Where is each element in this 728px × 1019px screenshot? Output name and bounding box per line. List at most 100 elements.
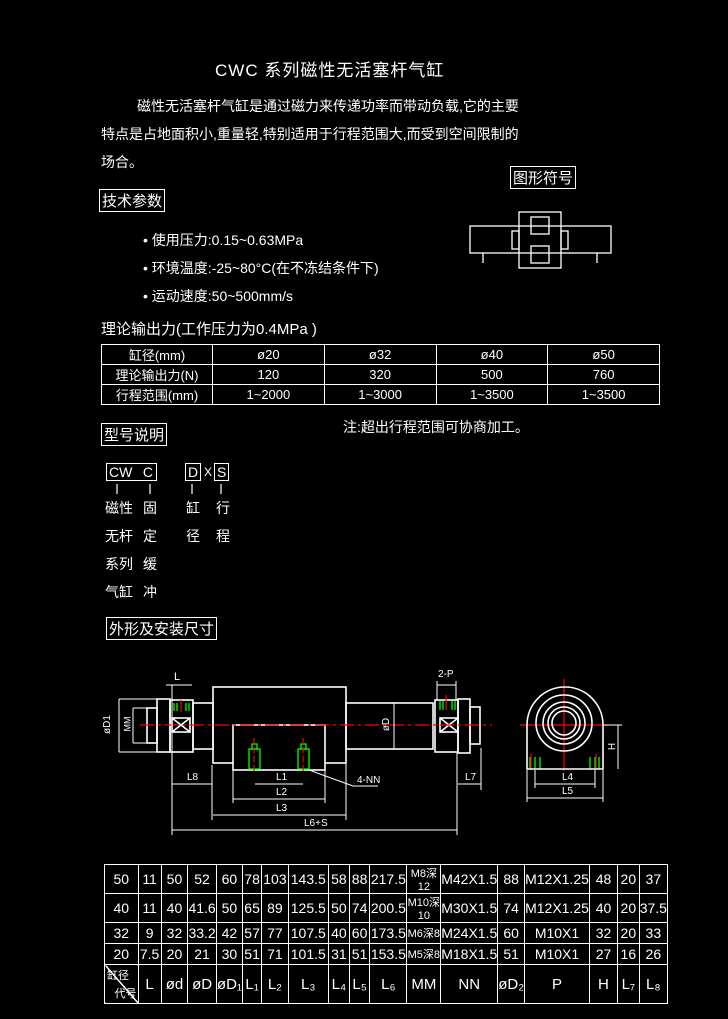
dims-section-title: 外形及安装尺寸: [106, 617, 218, 640]
header-corner: 缸径代号: [104, 964, 139, 1004]
table-cell: M12X1.25: [524, 893, 590, 923]
model-code-x: X: [204, 465, 213, 479]
table-cell: 103: [261, 864, 289, 894]
model-desc-bore: 缸: [186, 500, 200, 516]
label-h: H: [607, 742, 619, 751]
table-cell: 1~2000: [212, 384, 325, 405]
label-d: øD: [381, 717, 393, 732]
table-cell: 7.5: [137, 943, 162, 965]
column-header: L₃: [287, 964, 329, 1004]
header-corner-top: 缸径: [107, 970, 129, 982]
table-cell: 88: [497, 864, 526, 894]
table-cell: 32: [104, 922, 139, 944]
cylinder-symbol: [469, 211, 612, 269]
table-cell: 50: [104, 864, 139, 894]
intro-line-3: 场合。: [101, 154, 143, 170]
model-desc-magnetic: 磁性: [105, 500, 133, 516]
cylinder-end-view: [526, 686, 604, 770]
table-cell: 32: [160, 922, 189, 944]
column-header: L₁: [241, 964, 263, 1004]
table-cell: 107.5: [287, 922, 329, 944]
table-cell: 1~3500: [435, 384, 549, 405]
table-cell: 20: [617, 893, 640, 923]
table-cell: 217.5: [369, 864, 408, 894]
table-cell: 65: [241, 893, 263, 923]
label-l6s: L6+S: [304, 818, 328, 829]
intro-line-2: 特点是占地面积小,重量轻,特别适用于行程范围大,而受到空间限制的: [101, 126, 519, 142]
cylinder-side-view: [146, 686, 481, 771]
table-cell: M30X1.5: [440, 893, 499, 923]
column-header: L: [137, 964, 162, 1004]
symbol-section-title: 图形符号: [510, 166, 577, 189]
table-cell: 50: [215, 893, 243, 923]
table-cell: ø40: [435, 344, 549, 365]
table-cell: ø20: [212, 344, 325, 365]
label-l: L: [174, 671, 181, 683]
intro-line-1: 磁性无活塞杆气缸是通过磁力来传递功率而带动负载,它的主要: [137, 98, 519, 114]
table-cell: 58: [327, 864, 350, 894]
model-code-s: S: [214, 463, 230, 481]
header-corner-bottom: 代号: [114, 988, 137, 1000]
model-desc-stroke: 行: [216, 500, 230, 516]
table-cell: 60: [215, 864, 243, 894]
table-cell: M6深8: [406, 922, 442, 944]
model-desc-bore: 径: [186, 528, 200, 544]
table-cell: M42X1.5: [440, 864, 499, 894]
tech-param-text: 环境温度:-25~80°C(在不冻结条件下): [151, 260, 379, 276]
model-leaders: [116, 484, 222, 494]
table-cell: 125.5: [287, 893, 329, 923]
model-code-d: D: [185, 463, 202, 481]
table-cell: 173.5: [369, 922, 408, 944]
column-header: øD₂: [497, 964, 526, 1004]
table-cell: 40: [104, 893, 139, 923]
table-cell: 37: [638, 864, 669, 894]
label-4nn: 4-NN: [357, 775, 381, 786]
column-header: L₄: [327, 964, 350, 1004]
table-cell: 30: [215, 943, 243, 965]
table-cell: M10X1: [524, 943, 590, 965]
table-cell: 60: [348, 922, 371, 944]
table-cell: 77: [261, 922, 289, 944]
table-cell: 32: [588, 922, 619, 944]
column-header: L₅: [348, 964, 371, 1004]
table-cell: 101.5: [287, 943, 329, 965]
table-cell: M10X1: [524, 922, 590, 944]
table-cell: 16: [617, 943, 640, 965]
center-lines: [140, 679, 608, 772]
column-header: ød: [160, 964, 189, 1004]
table-cell: M8深12: [406, 864, 442, 894]
table-cell: M18X1.5: [440, 943, 499, 965]
label-l8: L8: [187, 772, 199, 783]
note: 注:超出行程范围可协商加工。: [343, 419, 529, 435]
row-header: 行程范围(mm): [101, 384, 213, 405]
table-cell: M5深8: [406, 943, 442, 965]
label-l1: L1: [276, 772, 288, 783]
table-cell: 51: [241, 943, 263, 965]
column-header: P: [524, 964, 590, 1004]
label-mm: MM: [122, 716, 133, 732]
model-code-cw: CW: [109, 464, 133, 480]
table-cell: 74: [497, 893, 526, 923]
force-title: 理论输出力(工作压力为0.4MPa ): [101, 321, 317, 338]
label-l5: L5: [562, 786, 574, 797]
table-cell: M12X1.25: [524, 864, 590, 894]
label-d1: øD1: [101, 715, 113, 734]
table-cell: 20: [160, 943, 189, 965]
table-cell: 51: [348, 943, 371, 965]
table-cell: 71: [261, 943, 289, 965]
table-cell: 40: [160, 893, 189, 923]
table-cell: 52: [187, 864, 217, 894]
column-header: L₇: [617, 964, 640, 1004]
table-cell: 88: [348, 864, 371, 894]
column-header: L₂: [261, 964, 289, 1004]
table-cell: 200.5: [369, 893, 408, 923]
table-cell: 42: [215, 922, 243, 944]
model-desc-fixed: 固: [143, 500, 157, 516]
column-header: NN: [440, 964, 499, 1004]
table-cell: 1~3500: [547, 384, 660, 405]
